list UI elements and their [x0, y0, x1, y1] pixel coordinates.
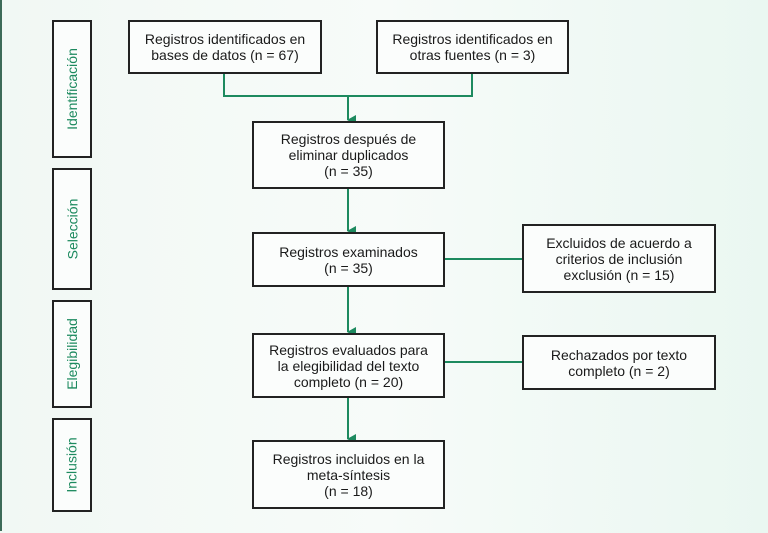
stage-label: Elegibilidad — [64, 318, 81, 390]
box-after-duplicates: Registros después de eliminar duplicados… — [252, 121, 445, 189]
stage-label: Identificación — [64, 48, 80, 130]
merge-connector — [223, 73, 473, 97]
stage-identificacion: Identificación — [52, 20, 92, 158]
box-included: Registros incluidos en la meta-síntesis … — [252, 440, 445, 509]
stage-seleccion: Selección — [52, 168, 92, 290]
stage-label: Selección — [64, 198, 81, 260]
box-rejected: Rechazados por texto completo (n = 2) — [522, 335, 716, 390]
box-database-records: Registros identificados en bases de dato… — [128, 20, 322, 74]
stage-label: Inclusión — [64, 437, 81, 493]
stage-elegibilidad: Elegibilidad — [52, 300, 92, 408]
box-other-sources: Registros identificados en otras fuentes… — [376, 20, 569, 74]
box-eligibility: Registros evaluados para la elegibilidad… — [252, 333, 445, 398]
box-screened: Registros examinados (n = 35) — [252, 232, 445, 287]
box-excluded: Excluidos de acuerdo a criterios de incl… — [522, 224, 716, 293]
stage-inclusion: Inclusión — [52, 418, 92, 512]
